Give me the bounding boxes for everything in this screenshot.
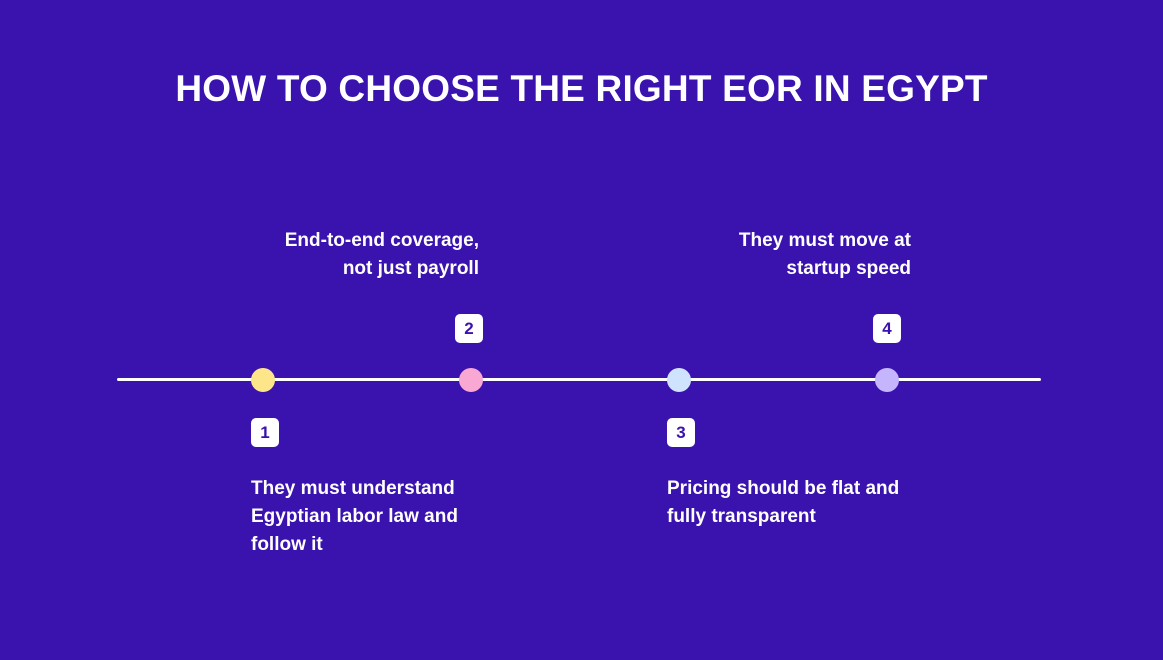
step-1-line-2: Egyptian labor law and — [251, 506, 458, 527]
step-1-dot — [251, 368, 275, 392]
step-3-line-1: Pricing should be flat and — [667, 478, 900, 499]
page-title: HOW TO CHOOSE THE RIGHT EOR IN EGYPT — [175, 68, 988, 109]
step-4-line-1: They must move at — [738, 230, 911, 251]
step-2-line-2: not just payroll — [342, 258, 479, 279]
step-3-text: Pricing should be flat and fully transpa… — [667, 475, 967, 531]
step-2-line-1: End-to-end coverage, — [284, 230, 479, 251]
step-3-dot — [667, 368, 691, 392]
timeline-line — [117, 378, 1041, 381]
step-1-number-badge: 1 — [251, 418, 279, 447]
step-2-text: End-to-end coverage, not just payroll — [219, 227, 479, 283]
step-4-line-2: startup speed — [786, 258, 911, 279]
step-4-text: They must move at startup speed — [651, 227, 911, 283]
step-3-number-badge: 3 — [667, 418, 695, 447]
step-2-dot — [459, 368, 483, 392]
step-1-line-1: They must understand — [251, 478, 455, 499]
step-1-line-3: follow it — [251, 534, 323, 555]
step-4-dot — [875, 368, 899, 392]
step-1-text: They must understand Egyptian labor law … — [251, 475, 511, 559]
step-2-number-badge: 2 — [455, 314, 483, 343]
step-3-line-2: fully transparent — [667, 506, 816, 527]
step-4-number-badge: 4 — [873, 314, 901, 343]
